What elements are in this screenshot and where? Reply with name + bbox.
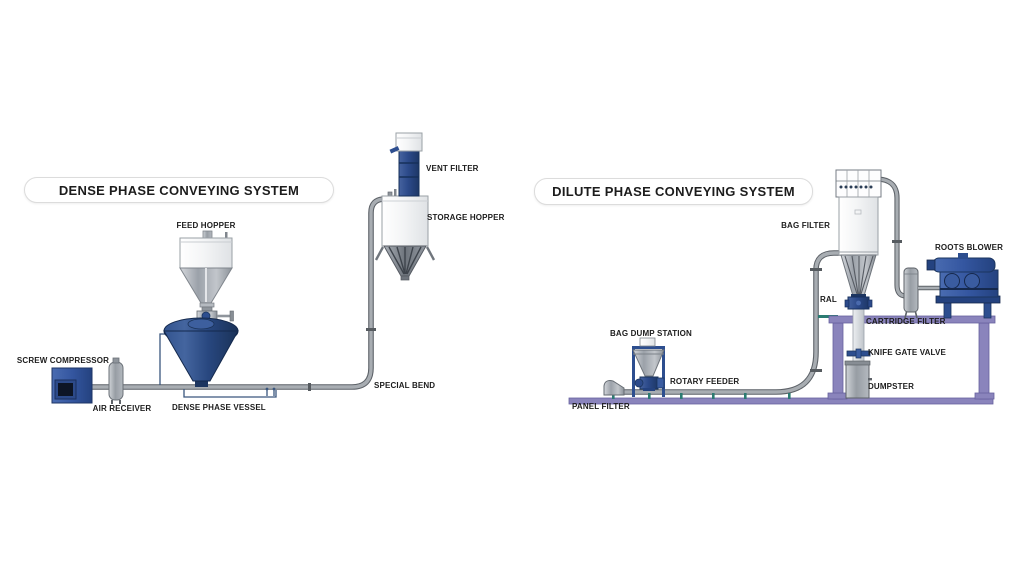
dense-conveying-pipe	[92, 196, 390, 391]
bag-filter	[835, 169, 882, 297]
rotary-airlock	[844, 294, 873, 310]
label-feed-hopper: FEED HOPPER	[176, 221, 236, 230]
knife-gate-valve	[846, 348, 871, 359]
floor-support-beam	[568, 397, 994, 405]
label-dumpster: DUMPSTER	[868, 382, 915, 391]
dilute-system-title: DILUTE PHASE CONVEYING SYSTEM	[534, 178, 813, 205]
storage-hopper	[374, 189, 436, 281]
pipe-coupling	[308, 383, 311, 391]
rotary-feeder	[634, 376, 665, 391]
label-panel-filter: PANEL FILTER	[572, 402, 630, 411]
roots-blower	[926, 253, 1001, 319]
label-ral: RAL	[820, 295, 837, 304]
pipe-coupling	[366, 328, 376, 331]
label-bag-dump-station: BAG DUMP STATION	[610, 329, 692, 338]
label-dense-phase-vessel: DENSE PHASE VESSEL	[172, 403, 266, 412]
label-roots-blower: ROOTS BLOWER	[935, 243, 1004, 252]
label-bag-filter: BAG FILTER	[781, 221, 830, 230]
bag-dump-station	[632, 337, 665, 397]
dilute-conveying-pipe	[606, 250, 841, 395]
dumpster	[844, 360, 872, 399]
pulse-valves	[839, 185, 873, 189]
dense-phase-vessel	[163, 317, 239, 387]
cartridge-filter	[903, 267, 919, 319]
label-vent-filter: VENT FILTER	[426, 164, 479, 173]
pipe-coupling	[810, 369, 822, 372]
label-rotary-feeder: ROTARY FEEDER	[670, 377, 740, 386]
label-special-bend: SPECIAL BEND	[374, 381, 436, 390]
label-air-receiver: AIR RECEIVER	[92, 404, 152, 413]
dense-system-title: DENSE PHASE CONVEYING SYSTEM	[24, 177, 334, 203]
vent-filter-handle	[389, 146, 400, 154]
label-screw-compressor: SCREW COMPRESSOR	[16, 356, 110, 365]
screw-compressor	[51, 367, 93, 404]
label-knife-gate-valve: KNIFE GATE VALVE	[868, 348, 946, 357]
label-storage-hopper: STORAGE HOPPER	[427, 213, 505, 222]
feed-hopper	[179, 230, 233, 304]
vent-filter	[389, 132, 423, 197]
compressor-grille	[58, 383, 73, 396]
label-cartridge-filter: CARTRIDGE FILTER	[866, 317, 946, 326]
pipe-coupling	[810, 268, 822, 271]
pipe-supports	[612, 315, 838, 399]
air-receiver	[108, 357, 124, 404]
support-frame	[827, 315, 996, 400]
panel-filter	[603, 380, 625, 396]
clean-air-pipe	[875, 176, 907, 299]
